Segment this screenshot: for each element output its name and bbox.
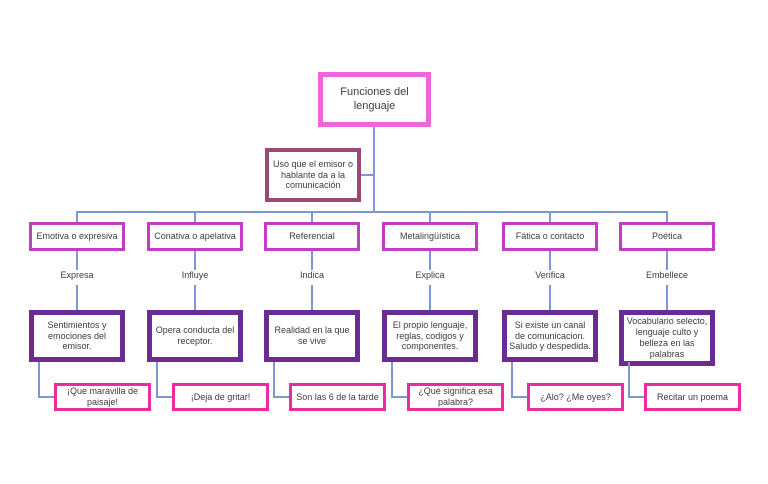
function-verb: Expresa [60,270,94,280]
function-verb: Influye [181,270,209,280]
connector-rail-to-header [549,211,551,222]
connector-description-drop [273,362,275,397]
connector-header-to-verb [666,251,668,270]
function-example: Son las 6 de la tarde [289,383,386,411]
function-description: Opera conducta del receptor. [147,310,243,362]
branch-poetica: Poética Embellece Vocabulario selecto, l… [619,211,741,423]
function-header: Conativa o apelativa [147,222,243,251]
connector-verb-to-description [76,285,78,310]
function-header: Referencial [264,222,360,251]
function-example: ¿Alo? ¿Me oyes? [527,383,624,411]
branch-emotiva: Emotiva o expresiva Expresa Sentimientos… [29,211,151,423]
connector-description-drop [628,362,630,397]
connector-header-to-verb [549,251,551,270]
connector-description-drop [38,362,40,397]
connector-elbow [38,396,54,398]
branch-metalinguistica: Metalingüística Explica El propio lengua… [382,211,504,423]
connector-verb-to-description [666,285,668,310]
function-header: Poética [619,222,715,251]
connector-description-drop [391,362,393,397]
connector-verb-to-description [429,285,431,310]
connector-title-to-rail [373,127,375,211]
function-description: Si existe un canal de comunicacion. Salu… [502,310,598,362]
function-description: Realidad en la que se vive [264,310,360,362]
connector-rail [77,211,668,213]
function-header: Metalingüística [382,222,478,251]
connector-elbow [511,396,527,398]
function-description: El propio lenguaje, reglas, codigos y co… [382,310,478,362]
function-verb: Verifica [535,270,565,280]
connector-verb-to-description [194,285,196,310]
branch-referencial: Referencial Indica Realidad en la que se… [264,211,386,423]
function-example: ¡Deja de gritar! [172,383,269,411]
connector-description-drop [511,362,513,397]
connector-header-to-verb [311,251,313,270]
connector-rail-to-header [311,211,313,222]
function-verb: Explica [415,270,445,280]
function-example: Recitar un poema [644,383,741,411]
connector-verb-to-description [311,285,313,310]
function-example: ¿Qué significa esa palabra? [407,383,504,411]
connector-rail-to-header [194,211,196,222]
connector-elbow [156,396,172,398]
function-header: Fática o contacto [502,222,598,251]
branch-fatica: Fática o contacto Verifica Si existe un … [502,211,624,423]
root-node-title: Funciones del lenguaje [318,72,431,127]
function-header: Emotiva o expresiva [29,222,125,251]
connector-verb-to-description [549,285,551,310]
connector-rail-to-header [76,211,78,222]
connector-elbow [391,396,407,398]
connector-header-to-verb [429,251,431,270]
connector-header-to-verb [76,251,78,270]
function-example: ¡Que maravilla de paisaje! [54,383,151,411]
connector-elbow [273,396,289,398]
connector-rail-to-header [666,211,668,222]
connector-rail-to-header [429,211,431,222]
connector-subtitle-link [361,174,374,176]
function-description: Sentimientos y emociones del emisor. [29,310,125,362]
branch-conativa: Conativa o apelativa Influye Opera condu… [147,211,269,423]
connector-elbow [628,396,644,398]
function-verb: Embellece [645,270,689,280]
function-description: Vocabulario selecto, lenguaje culto y be… [619,310,715,366]
connector-description-drop [156,362,158,397]
connector-header-to-verb [194,251,196,270]
subtitle-node: Uso que el emisor o hablante da a la com… [265,148,361,202]
function-verb: Indica [299,270,325,280]
